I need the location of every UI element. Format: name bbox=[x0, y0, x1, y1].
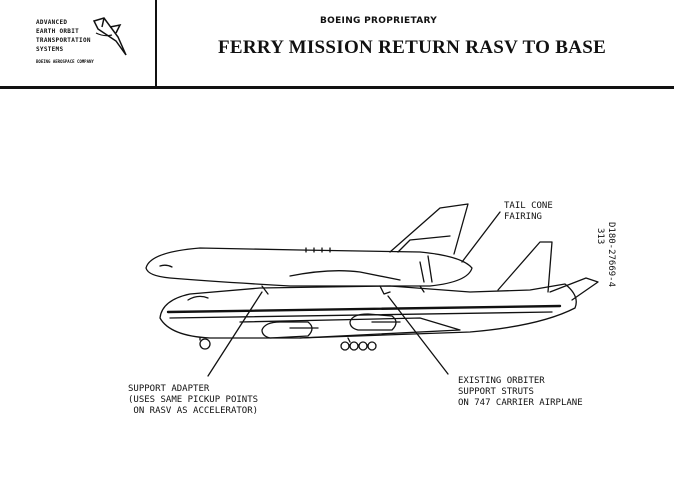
logo-line: TRANSPORTATION bbox=[36, 37, 91, 44]
header-rule bbox=[0, 86, 674, 89]
support-struts bbox=[261, 285, 425, 295]
tail-cone-fairing-label: TAIL CONE FAIRING bbox=[504, 201, 553, 223]
proprietary-notice: BOEING PROPRIETARY bbox=[320, 16, 438, 26]
header: ADVANCED EARTH ORBIT TRANSPORTATION SYST… bbox=[0, 0, 674, 90]
spaceplane-logo-icon bbox=[92, 17, 127, 56]
rasv-orbiter bbox=[145, 203, 473, 287]
logo-subtext: BOEING AEROSPACE COMPANY bbox=[36, 59, 94, 64]
existing-orbiter-leader bbox=[387, 295, 449, 375]
label-line: SUPPORT ADAPTER bbox=[128, 384, 210, 394]
support-adapter-leader bbox=[207, 291, 263, 377]
program-logo-text: ADVANCED EARTH ORBIT TRANSPORTATION SYST… bbox=[36, 18, 94, 66]
tail-cone-leader bbox=[461, 211, 501, 263]
logo-box: ADVANCED EARTH ORBIT TRANSPORTATION SYST… bbox=[0, 0, 157, 88]
logo-line: ADVANCED bbox=[36, 19, 68, 26]
logo-line: EARTH ORBIT bbox=[36, 28, 80, 35]
label-line: FAIRING bbox=[504, 212, 542, 222]
label-line: EXISTING ORBITER bbox=[458, 376, 545, 386]
label-line: ON 747 CARRIER AIRPLANE bbox=[458, 398, 583, 408]
logo-line: SYSTEMS bbox=[36, 46, 64, 53]
label-line: TAIL CONE bbox=[504, 201, 553, 211]
label-line: SUPPORT STRUTS bbox=[458, 387, 534, 397]
page-title: FERRY MISSION RETURN RASV TO BASE bbox=[218, 37, 607, 58]
existing-orbiter-struts-label: EXISTING ORBITER SUPPORT STRUTS ON 747 C… bbox=[458, 376, 583, 409]
carrier-747-airplane bbox=[159, 241, 599, 351]
support-adapter-label: SUPPORT ADAPTER (USES SAME PICKUP POINTS… bbox=[128, 384, 258, 417]
label-line: ON RASV AS ACCELERATOR) bbox=[128, 406, 259, 416]
label-line: (USES SAME PICKUP POINTS bbox=[128, 395, 259, 405]
